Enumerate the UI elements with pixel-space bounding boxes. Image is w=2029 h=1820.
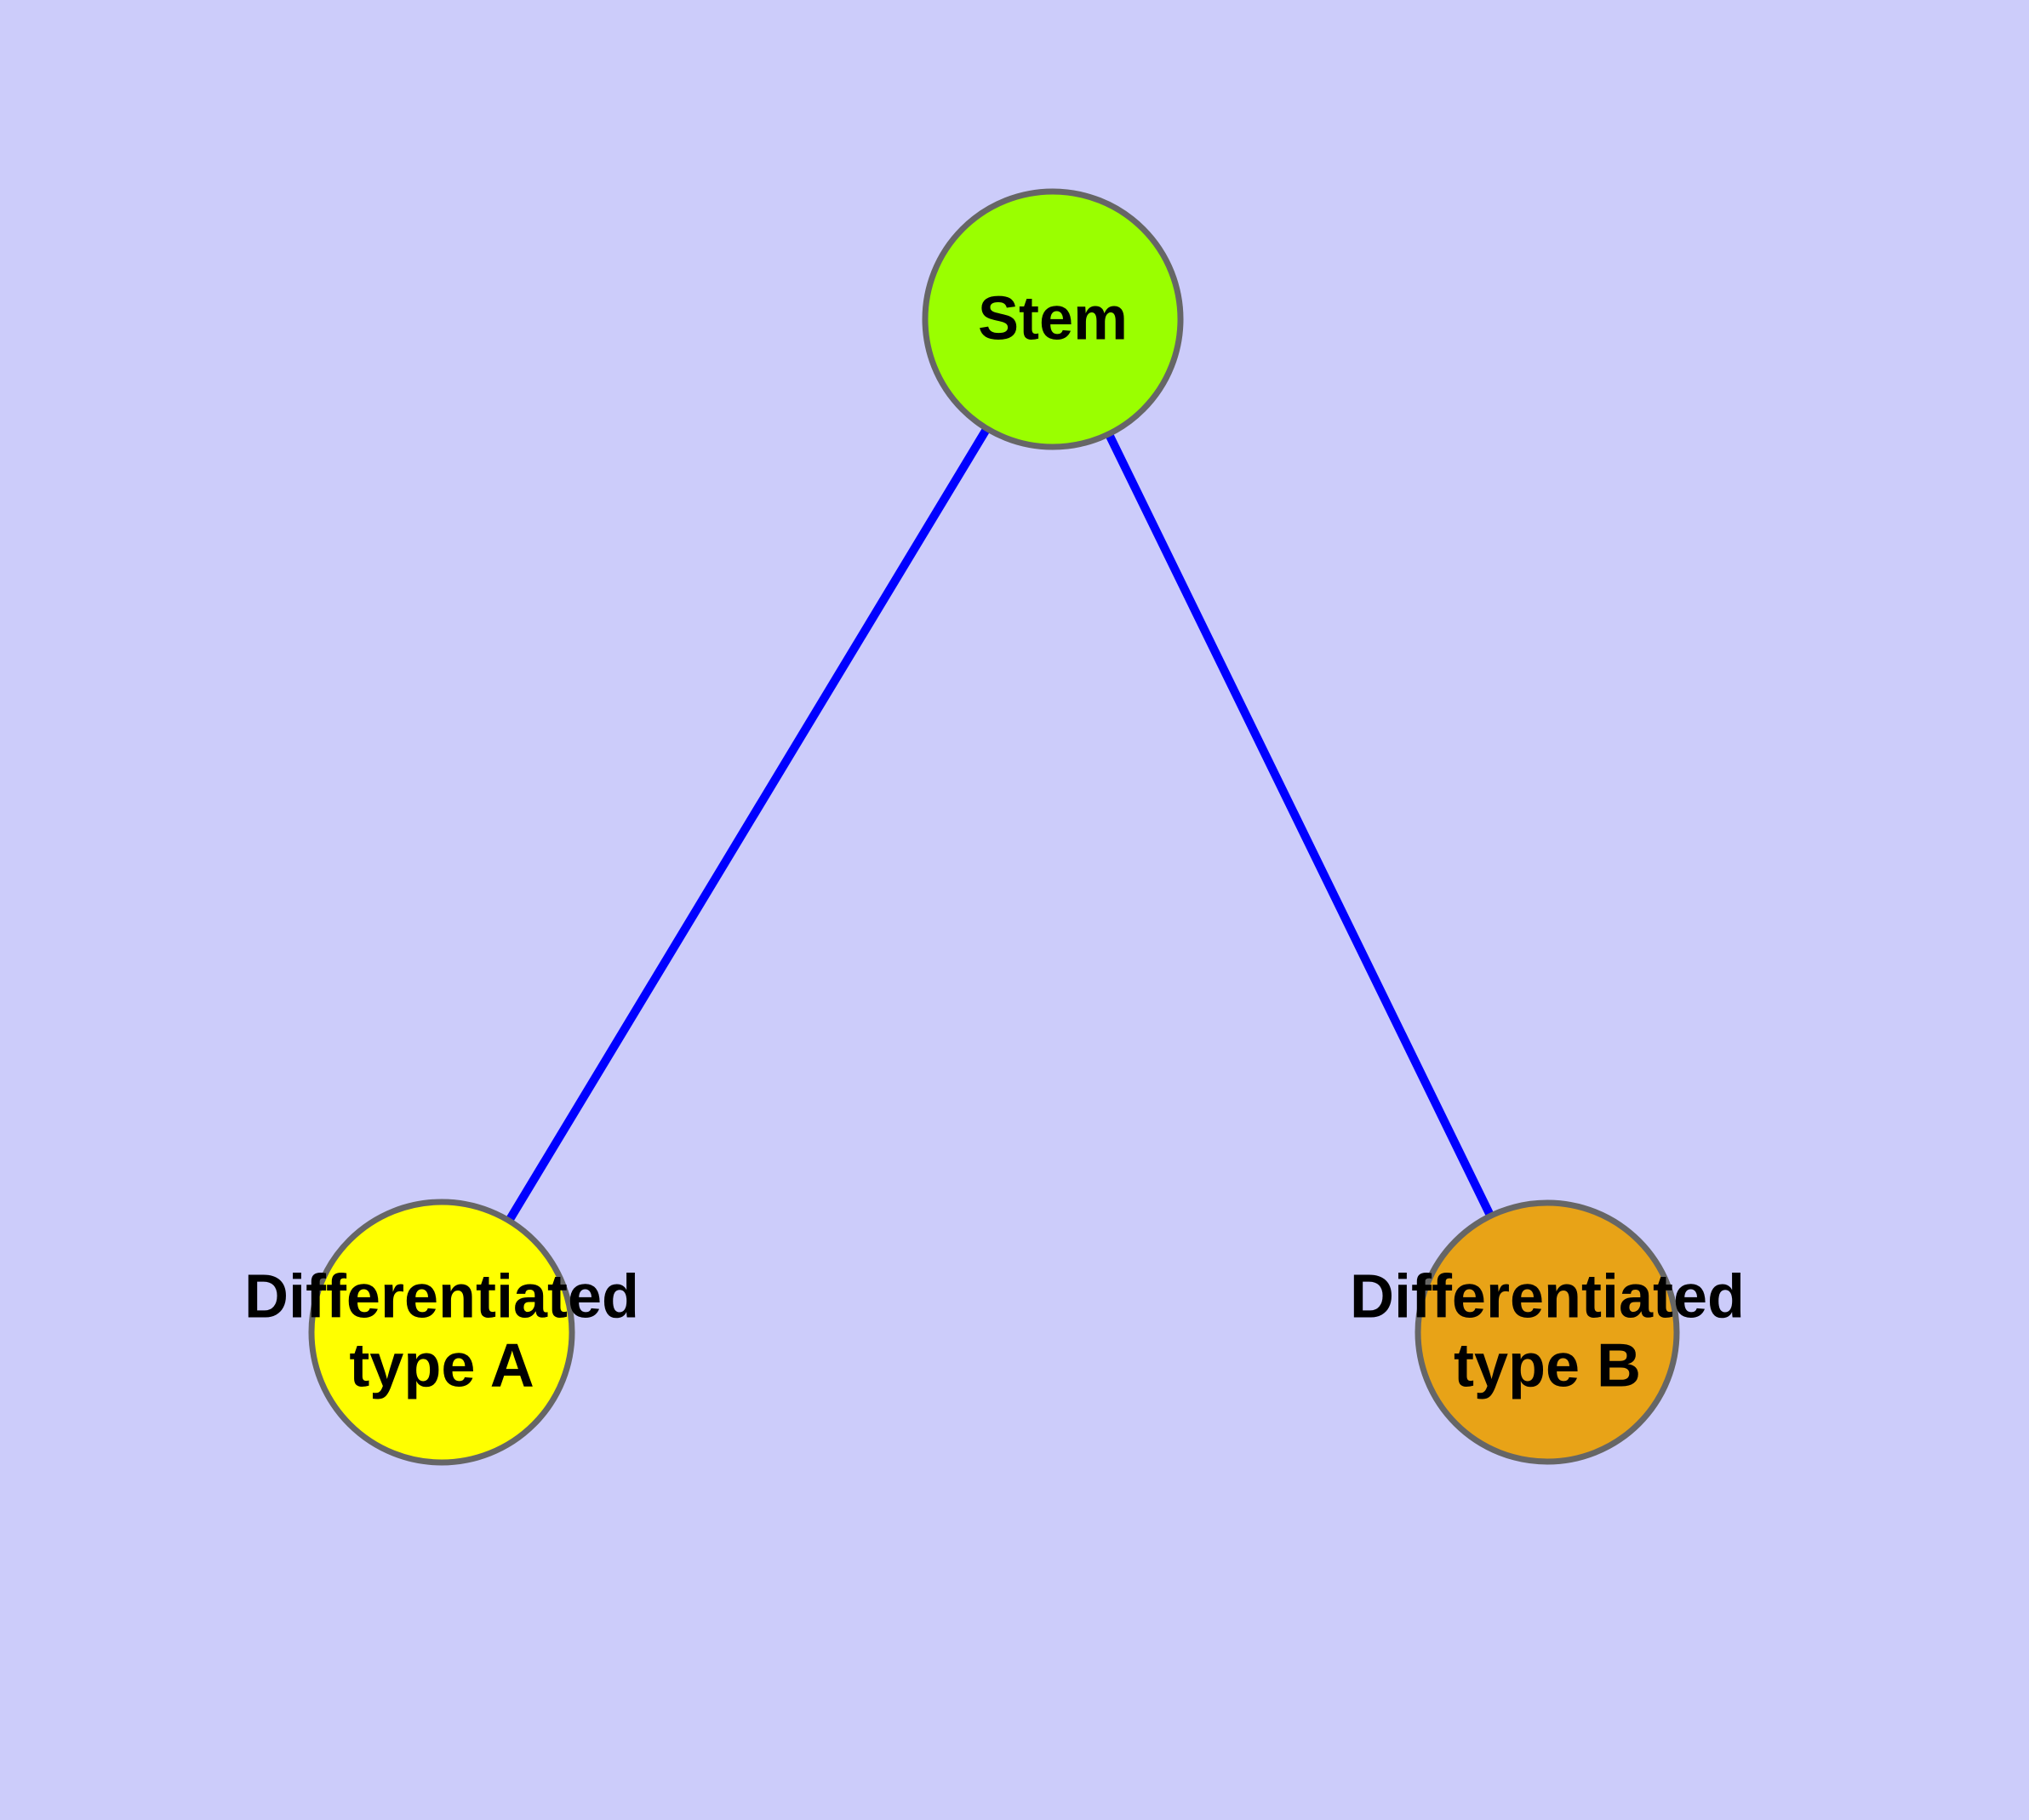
node-diff-a[interactable] [308, 1199, 575, 1466]
nodes-layer [308, 188, 1680, 1466]
edges-layer [503, 423, 1496, 1227]
edge-stem-diff-a[interactable] [503, 423, 992, 1227]
node-diff-b[interactable] [1415, 1199, 1680, 1465]
node-stem[interactable] [922, 188, 1184, 450]
edge-stem-diff-b[interactable] [1103, 429, 1496, 1222]
